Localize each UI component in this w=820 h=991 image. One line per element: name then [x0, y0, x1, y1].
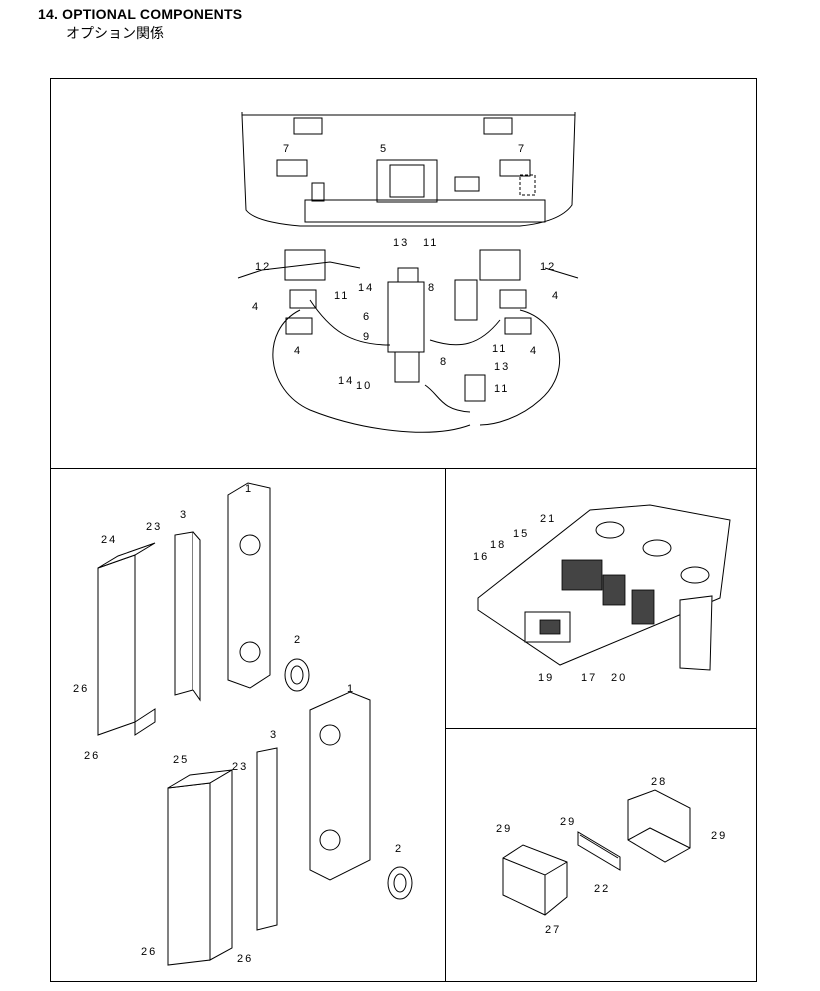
callout-20: 20 [611, 672, 627, 684]
callout-28: 28 [651, 776, 667, 788]
left-panel-callouts: 1 3 23 24 2 26 26 1 3 23 25 2 26 26 [73, 483, 403, 965]
callout-2-upper: 2 [294, 634, 302, 646]
divider-right [445, 728, 757, 729]
callout-14-lower: 14 [338, 375, 354, 387]
control-box-drawing [502, 789, 691, 916]
callout-8-top: 8 [428, 282, 436, 294]
callout-4-lower-left: 4 [294, 345, 302, 357]
diagram-frame [50, 78, 757, 982]
callout-22: 22 [594, 883, 610, 895]
callout-24: 24 [101, 534, 117, 546]
callout-4-right: 4 [552, 290, 560, 302]
callout-18: 18 [490, 539, 506, 551]
callout-16: 16 [473, 551, 489, 563]
callout-29-right: 29 [711, 830, 727, 842]
callout-26-lower-a: 26 [141, 946, 157, 958]
callout-7-left: 7 [283, 143, 291, 155]
callout-23-upper: 23 [146, 521, 162, 533]
callout-1-lower: 1 [347, 683, 355, 695]
callout-2-lower: 2 [395, 843, 403, 855]
callout-11-top: 11 [423, 237, 438, 249]
callout-19: 19 [538, 672, 554, 684]
machine-bed-callouts: 21 15 18 16 19 17 20 [473, 513, 627, 684]
callout-3-lower: 3 [270, 729, 278, 741]
callout-26-upper-a: 26 [73, 683, 89, 695]
callout-12-right: 12 [540, 261, 556, 273]
callout-29-left: 29 [496, 823, 512, 835]
callout-12-left: 12 [255, 261, 271, 273]
callout-27: 27 [545, 924, 561, 936]
divider-vertical [445, 468, 446, 982]
callout-23-lower: 23 [232, 761, 248, 773]
callout-6: 6 [363, 311, 371, 323]
top-panel-callouts: 7 5 7 13 11 12 12 4 14 8 11 4 6 9 11 4 4… [252, 143, 560, 395]
callout-25: 25 [173, 754, 189, 766]
callout-4-lower-right: 4 [530, 345, 538, 357]
callout-26-upper-b: 26 [84, 750, 100, 762]
callout-11-right: 11 [492, 343, 507, 355]
callout-10: 10 [356, 380, 372, 392]
callout-4-left: 4 [252, 301, 260, 313]
callout-14-top: 14 [358, 282, 374, 294]
callout-29-middle: 29 [560, 816, 576, 828]
machine-bed-drawing [477, 504, 731, 671]
page-subtitle: オプション関係 [66, 26, 164, 42]
callout-15: 15 [513, 528, 529, 540]
callout-3-upper: 3 [180, 509, 188, 521]
callout-1-upper: 1 [245, 483, 253, 495]
callout-21: 21 [540, 513, 556, 525]
left-panel-drawing [97, 482, 413, 966]
callout-7-right: 7 [518, 143, 526, 155]
callout-5: 5 [380, 143, 388, 155]
callout-13-lower: 13 [494, 361, 510, 373]
control-box-callouts: 28 29 29 29 22 27 [496, 776, 727, 936]
top-panel-drawing [237, 112, 579, 433]
callout-13-top: 13 [393, 237, 409, 249]
callout-11-lower: 11 [494, 383, 509, 395]
divider-horizontal [50, 468, 757, 469]
callout-8-lower: 8 [440, 356, 448, 368]
callout-9: 9 [363, 331, 371, 343]
callout-26-lower-b: 26 [237, 953, 253, 965]
callout-17: 17 [581, 672, 597, 684]
page-title: 14. OPTIONAL COMPONENTS [38, 6, 243, 22]
callout-11-left: 11 [334, 290, 349, 302]
